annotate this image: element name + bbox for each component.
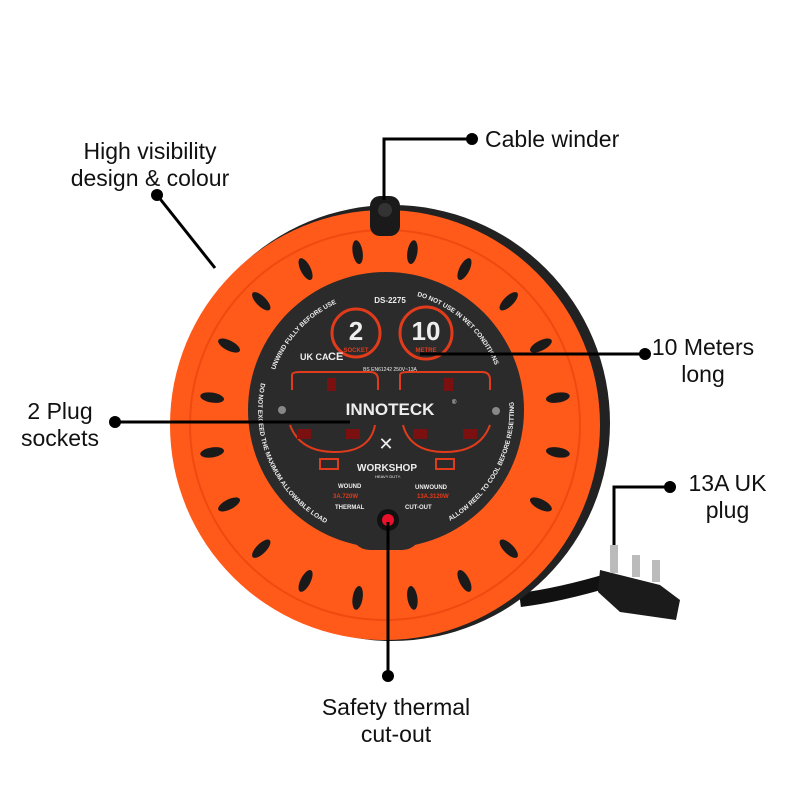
drum-slot [529,497,552,512]
ce-mark: CE [328,351,343,363]
callout-text: Cable winder [485,126,620,152]
drum-slot [200,392,225,403]
cable-winder-knob[interactable] [370,196,400,236]
ukca-mark: UK CA [300,352,329,362]
callout-text: sockets [21,425,99,451]
drum-slot [499,292,518,311]
socket-count: 2 [349,316,363,346]
standard-text: BS EN61242 250V~13A [363,367,417,373]
drum-slot [352,585,363,610]
screw [492,407,500,415]
socket-count-badge [330,307,382,359]
wound-label: WOUND [338,484,362,490]
cutout-label: CUT-OUT [405,505,432,511]
callout-text: design & colour [70,165,230,191]
drum-slot [457,569,472,592]
thermal-label: THERMAL [335,505,365,511]
product-sub: HEAVY DUTY. [375,474,401,479]
drum-slot [407,585,418,610]
tools-icon: ✕ [378,434,393,455]
unwound-rating: 13A.3120W [417,494,449,500]
callout-thermal: Safety thermal cut-out [306,694,486,748]
product-line: WORKSHOP [357,463,417,474]
drum-slot [218,497,241,512]
drum-slot [352,240,363,265]
callout-lines [115,137,670,676]
socket-left[interactable] [289,371,379,470]
callout-plug: 13A UK plug [680,470,775,524]
drum-slot [218,338,241,353]
reel-face [248,272,524,548]
drum-slot [545,392,570,403]
callout-visibility: High visibility design & colour [60,138,240,192]
callout-text: 10 Meters [651,334,755,360]
drum-slot [298,569,313,592]
drum-slot [252,539,271,558]
unwound-label: UNWOUND [415,485,448,491]
drum-slot [545,447,570,458]
drum-slot [499,539,518,558]
drum-slot [407,240,418,265]
drum-slot [457,258,472,281]
callout-text: long [681,361,725,387]
wound-rating: 3A.720W [333,494,358,500]
callout-winder: Cable winder [485,126,619,153]
callout-text: 13A UK [688,470,767,496]
callout-length: 10 Meters long [648,334,758,388]
brand-logo: INNOTECK [346,400,436,419]
socket-right[interactable] [399,371,491,470]
socket-label: SOCKET [343,348,368,354]
callout-text: plug [705,497,750,523]
drum-slot [200,447,225,458]
length-badge [398,305,454,361]
drum-slot [529,338,552,353]
uk-plug [598,545,680,620]
callout-text: cut-out [360,721,432,747]
brand-registered: ® [452,399,457,406]
drum-slot [298,258,313,281]
model-number: DS-2275 [374,296,406,305]
callout-text: High visibility [83,138,217,164]
screw [278,406,286,414]
callout-dots [109,133,676,682]
length-label: METRE [416,348,437,354]
reel-slots [200,240,570,610]
drum-slot [252,292,271,311]
thermal-reset-button[interactable] [377,509,399,531]
callout-sockets: 2 Plug sockets [10,398,110,452]
callout-text: Safety thermal [321,694,471,720]
length-value: 10 [412,316,441,346]
callout-text: 2 Plug [27,398,93,424]
